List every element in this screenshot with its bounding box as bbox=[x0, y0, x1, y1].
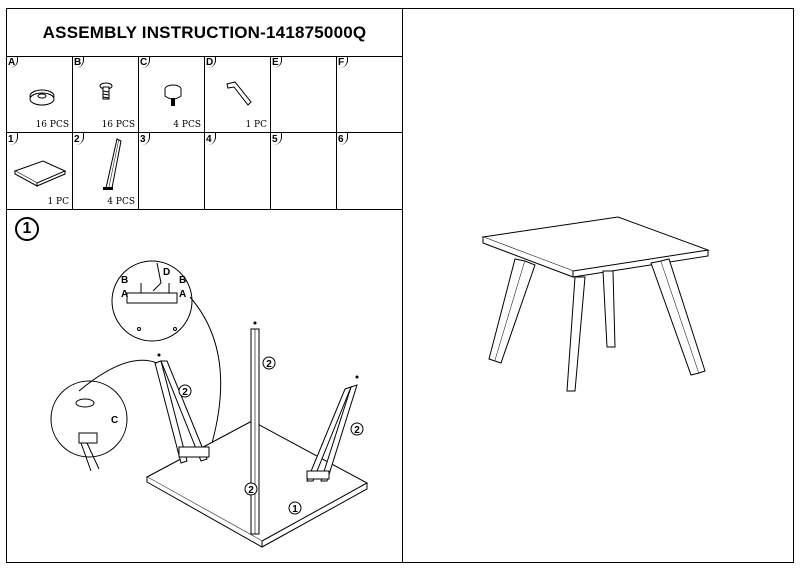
part-label: 1 bbox=[8, 134, 14, 145]
part-cell-5: 5 bbox=[271, 133, 337, 210]
hardware-cell-b: B 16 PCS bbox=[73, 56, 139, 133]
vertical-divider bbox=[402, 9, 403, 562]
top-callout: 1 bbox=[292, 504, 298, 515]
hardware-label: F bbox=[338, 57, 345, 68]
callout-d: D bbox=[163, 267, 170, 278]
step-1-area: 2 2 2 2 1 B A D B A C 1 bbox=[7, 211, 402, 564]
callout-a: A bbox=[179, 289, 186, 300]
part-cell-4: 4 bbox=[205, 133, 271, 210]
hardware-label: D bbox=[206, 57, 214, 68]
page-title: ASSEMBLY INSTRUCTION-141875000Q bbox=[7, 9, 402, 57]
part-qty: 1 PC bbox=[47, 197, 69, 207]
hardware-label: B bbox=[74, 57, 82, 68]
step-number-badge: 1 bbox=[15, 217, 39, 241]
part-cell-1: 1 1 PC bbox=[7, 133, 73, 210]
callout-a: A bbox=[121, 289, 128, 300]
leg-callout: 2 bbox=[182, 387, 188, 398]
hardware-label: C bbox=[140, 57, 148, 68]
hardware-label: E bbox=[272, 57, 279, 68]
part-label: 5 bbox=[272, 134, 278, 145]
instruction-sheet: ASSEMBLY INSTRUCTION-141875000Q A 16 PCS… bbox=[6, 8, 794, 563]
callout-b: B bbox=[179, 275, 186, 286]
assembly-drawing: 2 2 2 2 1 B A D B A C bbox=[50, 260, 369, 548]
part-label: 4 bbox=[206, 134, 212, 145]
assembled-table-illustration bbox=[481, 216, 710, 392]
callout-b: B bbox=[121, 275, 128, 286]
leg-callout: 2 bbox=[248, 485, 254, 496]
part-label: 2 bbox=[74, 134, 80, 145]
hardware-qty: 4 PCS bbox=[173, 120, 201, 130]
hardware-cell-c: C 4 PCS bbox=[139, 56, 205, 133]
hardware-cell-d: D 1 PC bbox=[205, 56, 271, 133]
table-leg-icon bbox=[103, 138, 122, 190]
hardware-qty: 16 PCS bbox=[35, 120, 69, 130]
bolt-icon bbox=[99, 82, 113, 100]
leg-callout: 2 bbox=[266, 359, 272, 370]
part-cell-3: 3 bbox=[139, 133, 205, 210]
parts-grid: A 16 PCS B 16 PCS C 4 PCS bbox=[7, 56, 402, 211]
washer-icon bbox=[29, 89, 55, 106]
part-label: 3 bbox=[140, 134, 146, 145]
tabletop-icon bbox=[13, 160, 67, 187]
part-cell-6: 6 bbox=[337, 133, 402, 210]
hardware-cell-f: F bbox=[337, 56, 402, 133]
hardware-cell-e: E bbox=[271, 56, 337, 133]
leg-callout: 2 bbox=[354, 425, 360, 436]
part-label: 6 bbox=[338, 134, 344, 145]
hardware-qty: 1 PC bbox=[245, 120, 267, 130]
allen-key-icon bbox=[226, 81, 252, 106]
hardware-qty: 16 PCS bbox=[101, 120, 135, 130]
part-qty: 4 PCS bbox=[107, 197, 135, 207]
callout-c: C bbox=[111, 415, 118, 426]
foot-glide-icon bbox=[164, 84, 182, 106]
part-cell-2: 2 4 PCS bbox=[73, 133, 139, 210]
hardware-label: A bbox=[8, 57, 16, 68]
hardware-cell-a: A 16 PCS bbox=[7, 56, 73, 133]
